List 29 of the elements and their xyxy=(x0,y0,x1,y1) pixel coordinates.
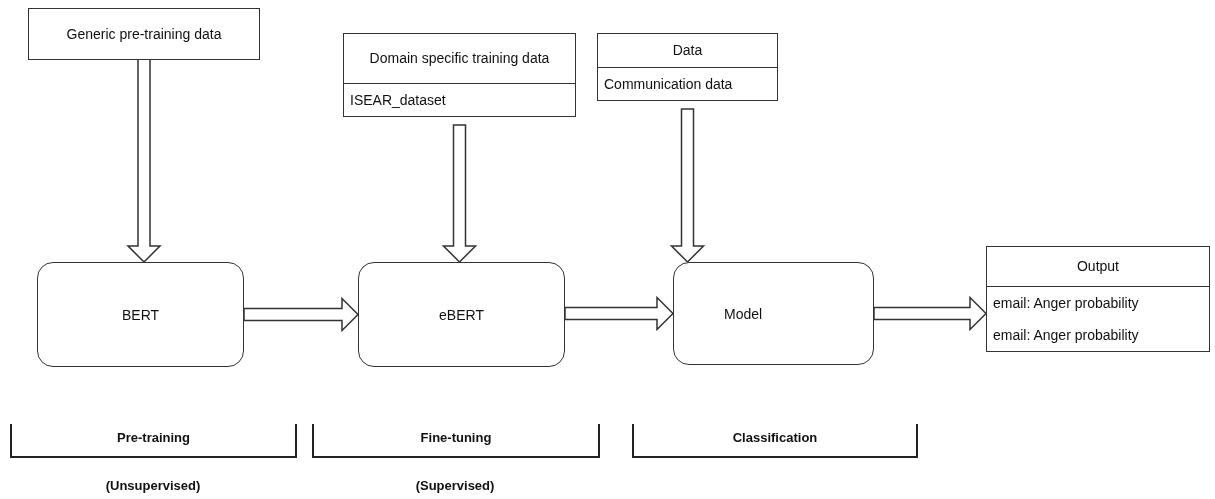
list-box xyxy=(597,33,778,101)
node-text: BERT xyxy=(121,306,160,323)
list-item: email: Anger probability xyxy=(992,294,1140,313)
list-item: email: Anger probability xyxy=(992,326,1140,345)
box-heading: Generic pre-training data xyxy=(65,24,223,44)
list-box xyxy=(28,8,260,60)
node-text: eBERT xyxy=(439,306,484,323)
block-arrow xyxy=(669,108,706,264)
box-heading: Domain specific training data xyxy=(344,34,575,84)
list-item: ISEAR_dataset xyxy=(349,91,447,110)
list-box xyxy=(343,33,576,117)
node-text: Model xyxy=(724,305,763,322)
phase-label: Pre-training xyxy=(117,430,190,447)
block-arrow xyxy=(564,295,675,332)
phase-note: (Unsupervised) xyxy=(105,478,201,493)
block-arrow xyxy=(441,124,478,264)
phase-label: Fine-tuning xyxy=(420,430,492,447)
list-box xyxy=(986,246,1210,352)
list-item: Communication data xyxy=(603,75,734,94)
phase-label: Classification xyxy=(732,430,818,447)
phase-note: (Supervised) xyxy=(415,478,495,493)
block-arrow xyxy=(243,296,360,333)
rounded-box xyxy=(37,262,244,367)
box-heading: Data xyxy=(598,34,777,68)
block-arrow xyxy=(873,295,988,332)
block-arrow xyxy=(126,57,162,264)
box-heading: Output xyxy=(987,247,1209,287)
rounded-box xyxy=(358,262,565,367)
rounded-box xyxy=(673,262,874,365)
